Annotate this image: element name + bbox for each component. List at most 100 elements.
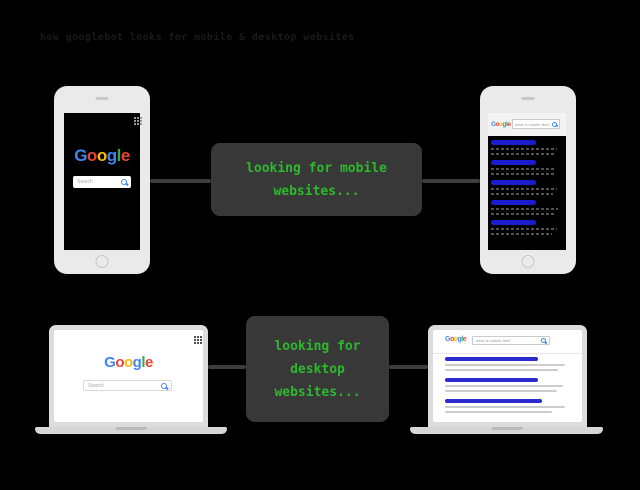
search-input: Search — [73, 176, 131, 188]
magnifier-icon — [552, 121, 557, 127]
result-snippet-line — [491, 228, 557, 230]
google-logo: Google — [64, 146, 140, 166]
page-title: how googlebot looks for mobile & desktop… — [40, 32, 355, 43]
mobile-crawler-terminal: looking for mobile websites... — [211, 143, 422, 216]
google-logo: Google — [54, 354, 203, 371]
google-logo-letter: o — [499, 121, 503, 128]
result-snippet-line — [491, 173, 554, 175]
search-query-input: what is mobile-first? — [512, 119, 560, 129]
result-title-bar — [491, 180, 536, 185]
google-logo-letter: e — [120, 146, 130, 165]
terminal-text-line: websites... — [273, 183, 360, 199]
google-logo-letter: G — [491, 121, 496, 128]
google-logo-letter: o — [123, 354, 133, 371]
apps-grid-icon — [134, 117, 136, 119]
terminal-text-line: websites... — [274, 384, 361, 400]
result-title-bar — [491, 160, 536, 165]
desktop-results-laptop: Google what is mobile-first? — [410, 325, 603, 437]
laptop-screen-frame: Google what is mobile-first? — [428, 325, 587, 427]
laptop-screen: Google what is mobile-first? — [433, 330, 582, 422]
connector-line — [208, 365, 246, 369]
google-logo-letter: o — [495, 121, 500, 128]
search-result — [445, 378, 582, 392]
result-snippet-line — [491, 188, 557, 190]
mobile-results-phone: Google what is mobile-first? — [480, 86, 576, 274]
result-snippet-line — [445, 385, 563, 387]
google-logo-letter: G — [445, 336, 450, 343]
mobile-search-phone: Google Search — [54, 86, 150, 274]
result-snippet-line — [445, 411, 552, 413]
google-logo-letter: o — [115, 354, 124, 371]
search-result — [491, 220, 564, 235]
search-result — [445, 399, 582, 413]
google-logo-letter: l — [116, 146, 122, 165]
desktop-results-list — [433, 357, 582, 420]
result-title-bar — [491, 200, 536, 205]
google-logo-letter: o — [453, 336, 458, 343]
search-result — [491, 200, 564, 215]
google-logo: Google — [491, 121, 511, 128]
result-title-bar — [491, 140, 536, 145]
result-snippet-line — [445, 390, 557, 392]
connector-line — [150, 179, 211, 183]
results-header: Google what is mobile-first? — [488, 113, 566, 136]
laptop-notch — [490, 427, 523, 430]
google-logo-letter: l — [141, 354, 145, 371]
result-snippet-line — [491, 208, 558, 210]
terminal-text-line: looking for — [274, 338, 361, 354]
laptop-screen: Google Search — [54, 330, 203, 422]
result-snippet-line — [491, 153, 555, 155]
search-placeholder: Search — [77, 179, 93, 185]
mobile-results-list — [491, 140, 564, 240]
phone-speaker — [95, 97, 109, 100]
header-divider — [433, 353, 582, 354]
magnifier-icon — [541, 338, 546, 343]
google-logo: Google — [445, 336, 467, 343]
search-input: Search — [83, 380, 172, 391]
desktop-crawler-terminal: looking for desktop websites... — [246, 316, 389, 422]
home-button-icon — [95, 255, 109, 268]
magnifier-icon — [161, 382, 167, 389]
result-title-bar — [445, 399, 542, 403]
phone-screen: Google what is mobile-first? — [488, 113, 566, 250]
search-result — [491, 160, 564, 175]
apps-grid-icon — [194, 336, 196, 338]
connector-line — [422, 179, 480, 183]
result-snippet-line — [445, 406, 565, 408]
result-title-bar — [445, 357, 538, 361]
result-snippet-line — [445, 369, 558, 371]
google-logo-letter: g — [132, 354, 142, 371]
search-result — [445, 357, 582, 371]
search-query-text: what is mobile-first? — [476, 338, 512, 343]
connector-line — [389, 365, 428, 369]
google-logo-letter: e — [507, 121, 511, 128]
search-result — [491, 140, 564, 155]
result-title-bar — [491, 220, 536, 225]
result-snippet-line — [491, 213, 554, 215]
google-logo-letter: l — [506, 121, 508, 128]
phone-speaker — [521, 97, 535, 100]
google-logo-letter: o — [96, 146, 107, 165]
search-result — [491, 180, 564, 195]
search-query-input: what is mobile-first? — [472, 336, 550, 345]
google-logo-letter: o — [86, 146, 97, 165]
result-snippet-line — [445, 364, 565, 366]
google-logo-letter: g — [106, 146, 117, 165]
result-title-bar — [445, 378, 538, 382]
google-logo-letter: l — [461, 336, 463, 343]
result-snippet-line — [491, 233, 552, 235]
google-logo-letter: e — [462, 336, 467, 343]
laptop-base — [410, 427, 603, 434]
google-logo-letter: g — [457, 336, 462, 343]
desktop-search-laptop: Google Search — [35, 325, 227, 437]
google-logo-letter: g — [502, 121, 507, 128]
magnifier-icon — [121, 179, 127, 185]
google-logo-letter: o — [449, 336, 454, 343]
search-placeholder: Search — [88, 382, 104, 389]
home-button-icon — [521, 255, 535, 268]
laptop-base — [35, 427, 227, 434]
google-logo-letter: G — [74, 146, 87, 165]
google-logo-letter: e — [145, 354, 153, 371]
laptop-screen-frame: Google Search — [49, 325, 208, 427]
